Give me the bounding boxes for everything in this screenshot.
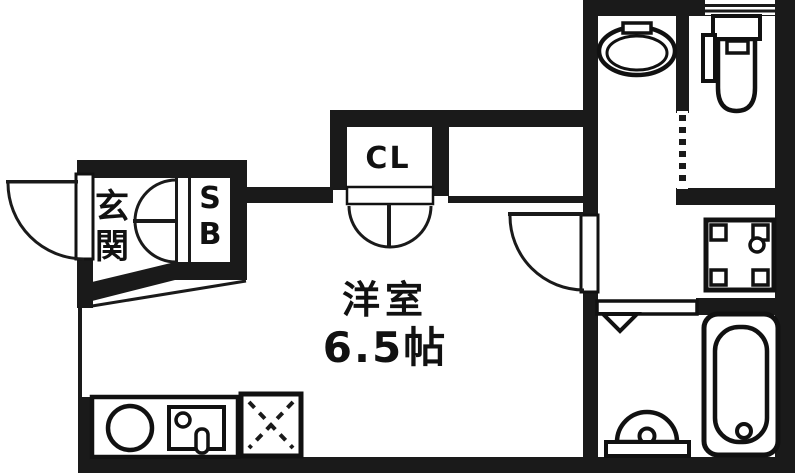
main-top-wall [330,110,597,127]
refrigerator-space [238,391,304,459]
nook-opening-line [448,196,597,203]
walls [77,0,795,473]
entrance-label: 玄関 [95,187,129,267]
toilet-divider-dashes [677,111,688,189]
faucet [194,427,210,455]
shoebox-double-doors [133,178,191,264]
vanity-sink [596,21,678,78]
bathroom-top-wall [696,298,780,315]
closet-label: CL [365,141,410,176]
bottom-outer-wall [78,457,795,473]
washing-machine-pan [703,217,777,293]
wash-basin [604,409,691,458]
entrance-step-line [91,279,247,308]
bathtub [701,311,781,458]
left-wall-mid [77,256,93,308]
closet-right-wall [432,110,449,196]
toilet [701,14,762,114]
room-size-label: 6.5帖 [323,323,447,372]
hall-wall [243,187,333,203]
closet-left-wall [330,110,347,190]
left-window-line [78,305,82,400]
toilet-divider-wall [676,14,689,113]
closet-double-doors [345,185,435,249]
strip-left-wall-lower [583,290,598,458]
left-wall-lower [78,397,93,459]
entrance-right-wall [230,160,247,262]
room-name-label: 洋室 [342,278,428,322]
strip-left-wall-upper [583,0,598,215]
entrance-bottom-wall [92,262,247,301]
burner [105,403,155,453]
utility-room-door [508,212,600,294]
kitchen-counter [89,394,241,460]
folding-bath-door [595,299,699,334]
faucet-base [174,411,192,429]
entrance-top-wall [77,160,247,178]
toilet-window [705,0,775,15]
entrance-door [6,172,95,261]
toilet-bottom-wall [676,188,780,205]
